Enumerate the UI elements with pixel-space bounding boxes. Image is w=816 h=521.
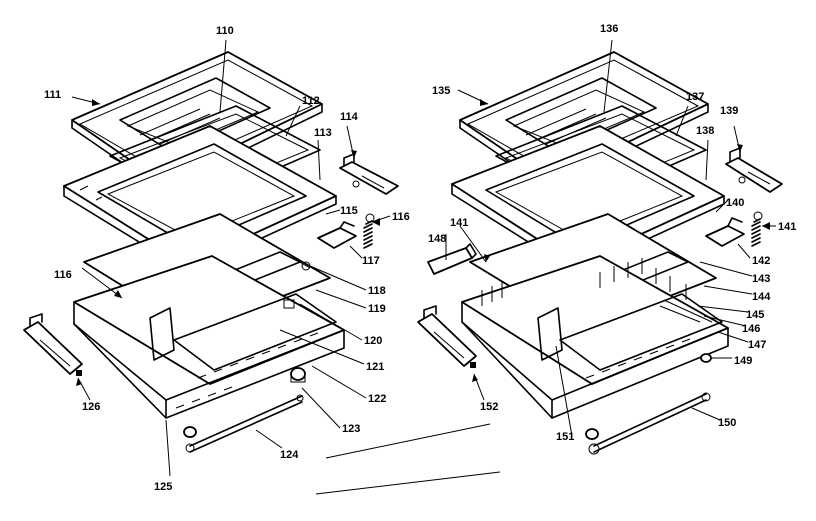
label-142: 142 (752, 255, 770, 267)
part-115-panel (63, 125, 337, 273)
label-115: 115 (340, 205, 358, 217)
label-135: 135 (432, 85, 450, 97)
label-123: 123 (342, 423, 360, 435)
label-140: 140 (726, 197, 744, 209)
label-151: 151 (556, 431, 574, 443)
callout-labels: 110 111 112 113 114 115 116 116 117 118 … (44, 23, 796, 493)
part-148-side-bracket (427, 243, 477, 275)
label-122: 122 (368, 393, 386, 405)
right-assembly (417, 51, 783, 455)
label-111: 110 (216, 25, 234, 37)
part-149-knob (700, 353, 712, 363)
part-117-bracket (317, 221, 357, 249)
label-138: 138 (696, 125, 714, 137)
label-116-left: 116 (54, 269, 72, 281)
label-139: 139 (720, 105, 738, 117)
part-150-rod (585, 392, 711, 455)
label-148: 148 (428, 233, 446, 245)
label-119: 119 (368, 303, 386, 315)
left-assembly (23, 51, 399, 453)
label-145: 145 (746, 309, 764, 321)
label-141-right: 141 (778, 221, 796, 233)
arrowheads (76, 99, 770, 386)
label-125: 125 (154, 481, 172, 493)
label-118: 118 (368, 285, 386, 297)
label-149: 149 (734, 355, 752, 367)
label-147: 147 (748, 339, 766, 351)
label-117: 117 (362, 255, 380, 267)
label-113: 113 (314, 127, 332, 139)
label-126: 126 (82, 401, 100, 413)
part-139-hinge (725, 147, 783, 193)
label-143: 143 (752, 273, 770, 285)
label-152: 152 (480, 401, 498, 413)
label-124: 124 (280, 449, 299, 461)
label-114: 114 (340, 111, 359, 123)
label-110: 111 (44, 89, 61, 101)
label-150: 150 (718, 417, 736, 429)
part-126-side-hinge (23, 313, 83, 376)
label-141-left: 141 (450, 217, 468, 229)
part-142-bracket (705, 217, 745, 247)
part-152-side-hinge (417, 305, 477, 368)
part-116-spring-right (363, 213, 375, 249)
label-120: 120 (364, 335, 382, 347)
part-151-box-body (461, 255, 729, 419)
part-114-hinge (339, 153, 399, 195)
label-137: 137 (686, 91, 704, 103)
label-112: 112 (302, 95, 320, 107)
label-121: 121 (366, 361, 384, 373)
part-124-rod (183, 394, 304, 453)
part-122-knob (290, 367, 306, 383)
label-146: 146 (742, 323, 760, 335)
label-116-right: 116 (392, 211, 410, 223)
label-136: 136 (600, 23, 618, 35)
label-144: 144 (752, 291, 771, 303)
part-141-spring-right (751, 211, 763, 247)
